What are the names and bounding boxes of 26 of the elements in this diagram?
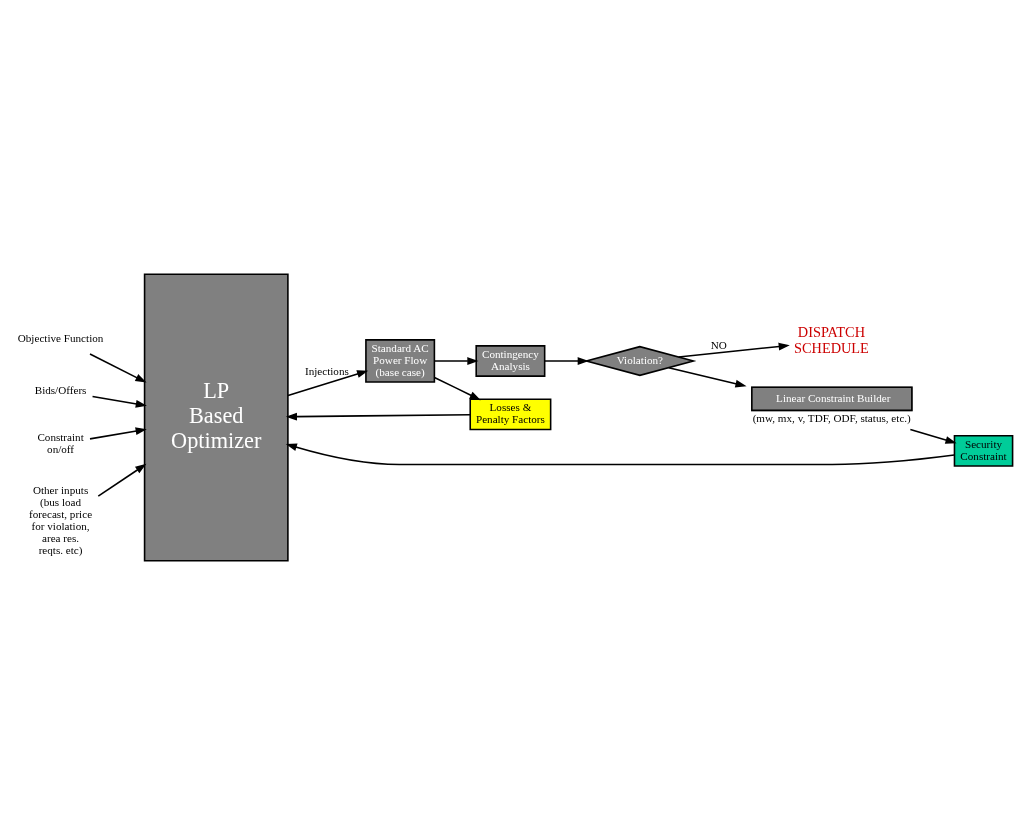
node-box: Security Constraint xyxy=(953,434,1014,467)
node-text: Other inputs (bus load forecast, price for violation, area res. reqts. etc) xyxy=(29,483,93,556)
node-label: (mw, mx, v, TDF, ODF, status, etc.) xyxy=(752,411,911,424)
arrow xyxy=(89,426,147,440)
arrow xyxy=(89,352,147,383)
arrow xyxy=(544,356,589,365)
arrow xyxy=(97,463,147,497)
node-text: Constraint on/off xyxy=(37,430,84,455)
node-text: Objective Function xyxy=(17,331,104,344)
arrow xyxy=(91,395,147,408)
arrow xyxy=(285,412,471,421)
node-text: Bids/Offers xyxy=(34,383,87,396)
arrow xyxy=(287,369,369,396)
arrow xyxy=(667,366,747,387)
node-box: LP Based Optimizer xyxy=(143,272,289,562)
arrow xyxy=(677,342,790,358)
node-box: Contingency Analysis xyxy=(475,344,546,377)
arrow xyxy=(433,356,479,365)
edge-label: Injections xyxy=(304,364,349,377)
node-box: Standard AC Power Flow (base case) xyxy=(365,338,436,383)
edge-label: NO xyxy=(710,338,727,351)
node-text: DISPATCH SCHEDULE xyxy=(794,323,869,356)
arrow xyxy=(909,428,957,444)
node-box: Losses & Penalty Factors xyxy=(469,397,552,430)
arrow xyxy=(433,376,481,400)
arrow xyxy=(285,442,956,465)
